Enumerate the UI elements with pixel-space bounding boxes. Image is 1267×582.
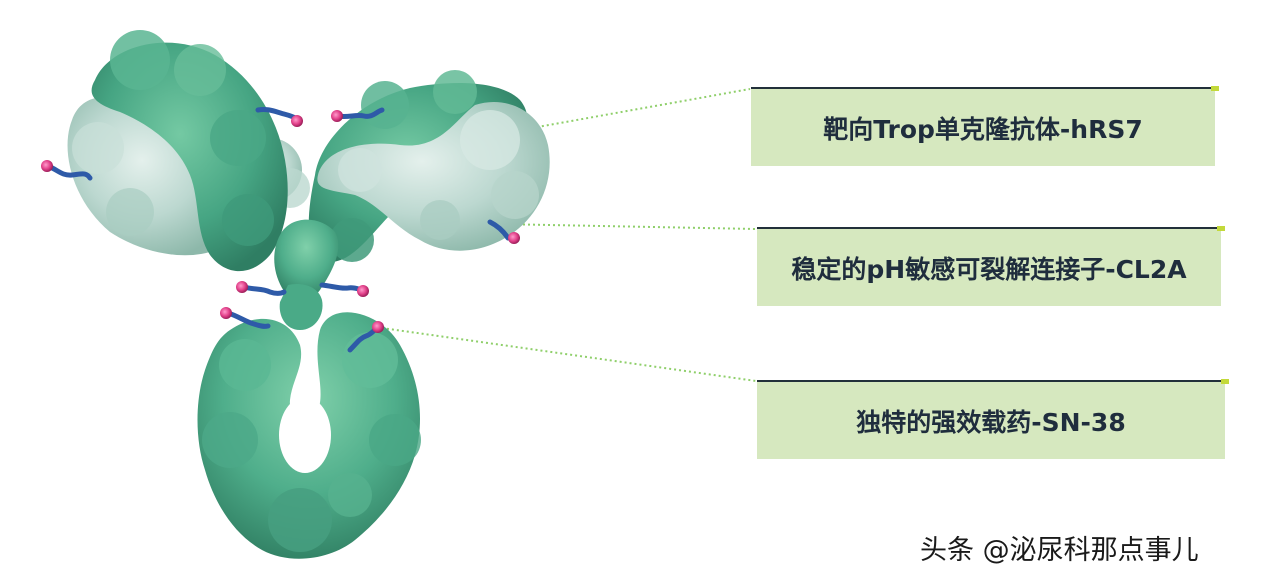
linker-chain [225, 310, 271, 329]
linker-payload-8 [347, 321, 384, 353]
linker-chain [487, 219, 511, 241]
hinge-region [274, 219, 339, 330]
linker-payload-6 [319, 282, 369, 297]
drug-conjugates [41, 107, 520, 353]
leader-line-payload [381, 327, 757, 382]
leader-lines [381, 88, 757, 382]
label-box-antibody: 靶向Trop单克隆抗体-hRS7 [751, 86, 1219, 166]
label-linker-text: 稳定的pH敏感可裂解连接子-CL2A [791, 254, 1187, 284]
linker-payload-7 [220, 307, 271, 329]
payload-molecule [357, 285, 369, 297]
payload-molecule [331, 110, 343, 122]
linker-chain [319, 282, 365, 293]
watermark-text: 头条 @泌尿科那点事儿 [920, 535, 1199, 566]
linker-payload-4 [487, 219, 520, 244]
label-box-payload: 独特的强效载药-SN-38 [757, 379, 1229, 459]
payload-molecule [220, 307, 232, 319]
linker-chain [335, 107, 385, 120]
antibody-illustration [67, 30, 550, 559]
payload-molecule [41, 160, 53, 172]
payload-molecule [508, 232, 520, 244]
linker-chain [241, 284, 287, 296]
payload-molecule [236, 281, 248, 293]
label-antibody-text: 靶向Trop单克隆抗体-hRS7 [823, 114, 1143, 144]
label-payload-text: 独特的强效载药-SN-38 [856, 407, 1126, 437]
payload-molecule [372, 321, 384, 333]
linker-payload-3 [331, 107, 385, 122]
left-fab-heavy-chain [91, 30, 288, 272]
linker-payload-5 [236, 281, 287, 296]
leader-line-antibody [531, 88, 751, 129]
label-box-linker: 稳定的pH敏感可裂解连接子-CL2A [757, 226, 1225, 306]
linker-chain [45, 163, 93, 181]
payload-molecule [291, 115, 303, 127]
linker-payload-2 [255, 107, 303, 127]
fc-region [197, 312, 421, 559]
right-fab-light-chain [317, 101, 550, 251]
linker-payload-1 [41, 160, 93, 181]
leader-line-linker [497, 223, 757, 230]
